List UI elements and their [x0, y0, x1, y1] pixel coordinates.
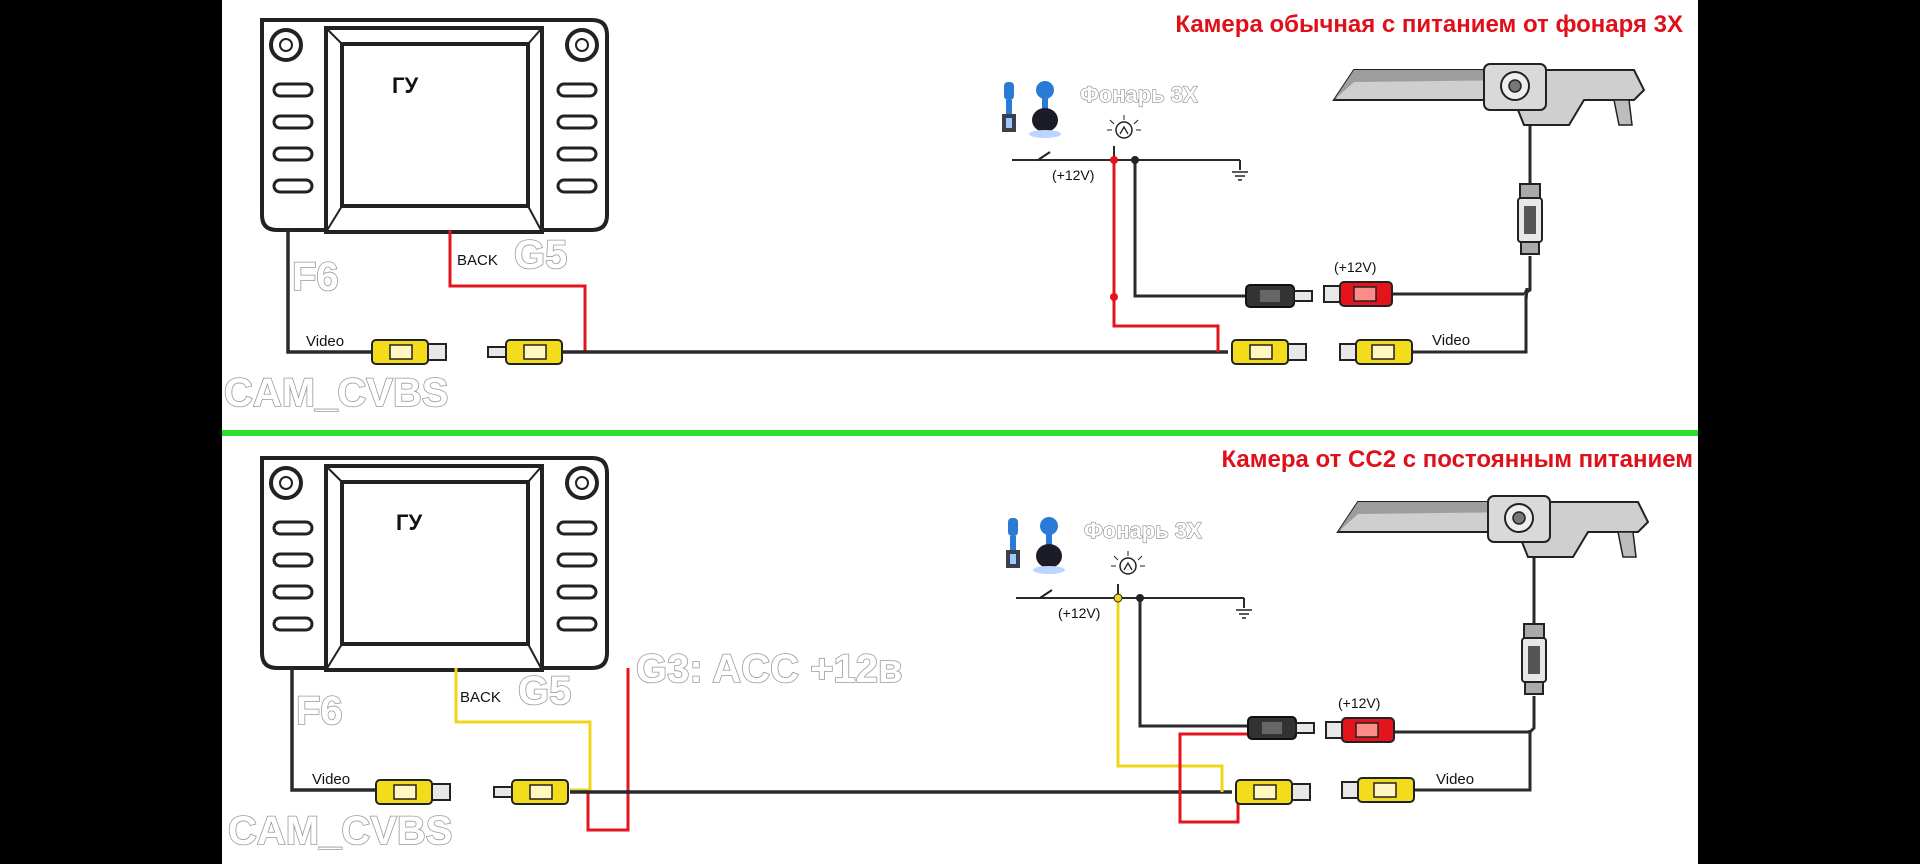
g3-acc-label: G3: ACC +12в [636, 647, 903, 691]
top-title: Камера обычная с питанием от фонаря 3Х [1175, 11, 1683, 38]
top-section: Камера обычная с питанием от фонаря 3Х Г… [223, 11, 1683, 416]
video-left-label: Video [312, 771, 350, 788]
bottom-title: Камера от СС2 с постоянным питанием [1221, 446, 1693, 473]
acc-red-wire [586, 668, 630, 832]
camera-power-red-jack [1323, 281, 1393, 307]
video-right-label: Video [1436, 771, 1474, 788]
head-unit-label: ГУ [396, 510, 422, 535]
camera-power-red-jack [1325, 717, 1395, 743]
lamp-yellow-wire [1116, 600, 1224, 792]
g5-label: G5 [518, 669, 571, 713]
f6-label: F6 [292, 255, 339, 299]
head-unit-icon [260, 456, 609, 672]
cam-cvbs-connector [375, 779, 451, 805]
camera-plug-icon [1521, 623, 1547, 695]
switch-icon [1037, 151, 1051, 161]
f6-video-wire [290, 668, 380, 792]
lamp-label: Фонарь 3Х [1084, 518, 1202, 543]
lamp-black-wire [1133, 160, 1246, 298]
cam-cvbs-label: CAM_CVBS [228, 809, 452, 853]
head-unit-label: ГУ [392, 73, 418, 98]
acc-to-camera-red-wire [1178, 732, 1252, 824]
bottom-section: Камера от СС2 с постоянным питанием ГУ Ф… [227, 446, 1693, 854]
f6-label: F6 [296, 689, 343, 733]
head-unit-icon [260, 18, 609, 234]
lamp-red-wire [1112, 160, 1220, 352]
cam-cvbs-label: CAM_CVBS [224, 371, 448, 415]
video-extension-jack [1231, 339, 1307, 365]
cam-cvbs-connector [371, 339, 447, 365]
camera-video-jack [1341, 777, 1415, 803]
camera-video-wire [1414, 730, 1532, 792]
video-left-label: Video [306, 333, 344, 350]
lamp-label: Фонарь 3Х [1080, 82, 1198, 107]
camera-plus12-label: (+12V) [1334, 259, 1376, 275]
camera-plus12-label: (+12V) [1338, 695, 1380, 711]
camera-plug-icon [1517, 183, 1543, 255]
lamp-plus12-label: (+12V) [1052, 167, 1094, 183]
f6-video-wire [286, 230, 372, 354]
video-extension-jack [1235, 779, 1311, 805]
back-label: BACK [457, 252, 498, 269]
lamp-plus12-label: (+12V) [1058, 605, 1100, 621]
red-junction [1110, 293, 1118, 301]
lamp-black-wire [1138, 600, 1248, 728]
back-label: BACK [460, 689, 501, 706]
switch-icon [1039, 589, 1053, 599]
g5-label: G5 [514, 233, 567, 277]
section-divider [222, 430, 1698, 436]
video-right-label: Video [1432, 332, 1470, 349]
camera-video-jack [1339, 339, 1413, 365]
back-wire-yellow [454, 668, 592, 792]
